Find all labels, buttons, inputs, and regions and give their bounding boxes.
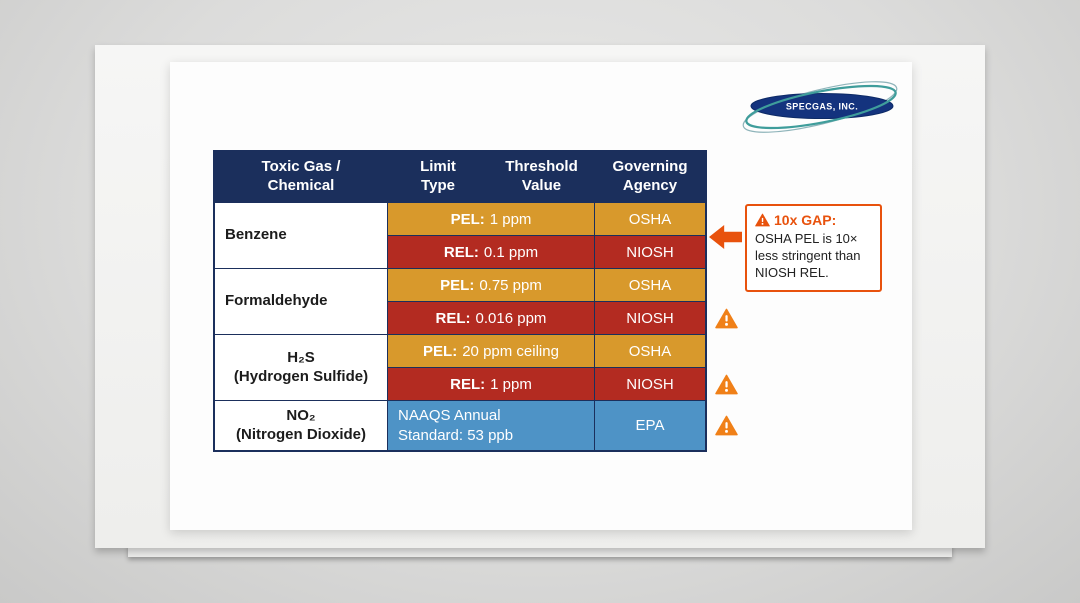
cell-benzene-rel: REL: 0.1 ppm: [388, 236, 594, 268]
cell-benzene-rel-agency: NIOSH: [595, 236, 705, 268]
cell-h2s-rel: REL: 1 ppm: [388, 368, 594, 400]
cell-no2-naaqs: NAAQS Annual Standard: 53 ppb: [388, 401, 594, 450]
warning-icon: [715, 374, 738, 395]
cell-no2-agency: EPA: [595, 401, 705, 450]
cell-formaldehyde-pel-agency: OSHA: [595, 269, 705, 301]
gas-name-benzene: Benzene: [215, 203, 387, 268]
gas-name-no2: NO₂ (Nitrogen Dioxide): [215, 401, 387, 450]
logo-text: SPECGAS, INC.: [786, 102, 858, 112]
cell-formaldehyde-pel: PEL: 0.75 ppm: [388, 269, 594, 301]
cell-h2s-pel: PEL: 20 ppm ceiling: [388, 335, 594, 367]
warning-icon: [755, 213, 770, 227]
cell-benzene-pel-agency: OSHA: [595, 203, 705, 235]
cell-formaldehyde-rel: REL: 0.016 ppm: [388, 302, 594, 334]
logo-swoosh-icon: [745, 84, 897, 130]
slide-page: SPECGAS, INC. Toxic Gas / Chemical Limit…: [170, 62, 912, 530]
exposure-limits-table: Toxic Gas / Chemical Limit Type Threshol…: [213, 150, 707, 452]
gap-callout: 10x GAP: OSHA PEL is 10× less stringent …: [745, 204, 882, 292]
cell-h2s-rel-agency: NIOSH: [595, 368, 705, 400]
cell-benzene-pel: PEL: 1 ppm: [388, 203, 594, 235]
header-gas: Toxic Gas / Chemical: [215, 152, 387, 202]
specgas-logo: SPECGAS, INC.: [742, 81, 898, 133]
gap-arrow-left-icon: [709, 225, 742, 249]
gap-callout-title: 10x GAP:: [755, 212, 872, 228]
header-threshold-value: Threshold Value: [489, 152, 594, 202]
gas-name-h2s: H₂S (Hydrogen Sulfide): [215, 335, 387, 400]
cell-formaldehyde-rel-agency: NIOSH: [595, 302, 705, 334]
gap-callout-body: OSHA PEL is 10× less stringent than NIOS…: [755, 231, 861, 280]
header-governing-agency: Governing Agency: [595, 152, 705, 202]
warning-icon: [715, 308, 738, 329]
header-limit-type: Limit Type: [388, 152, 488, 202]
cell-h2s-pel-agency: OSHA: [595, 335, 705, 367]
warning-icon: [715, 415, 738, 436]
gas-name-formaldehyde: Formaldehyde: [215, 269, 387, 334]
logo-swoosh-outer-icon: [742, 81, 898, 133]
